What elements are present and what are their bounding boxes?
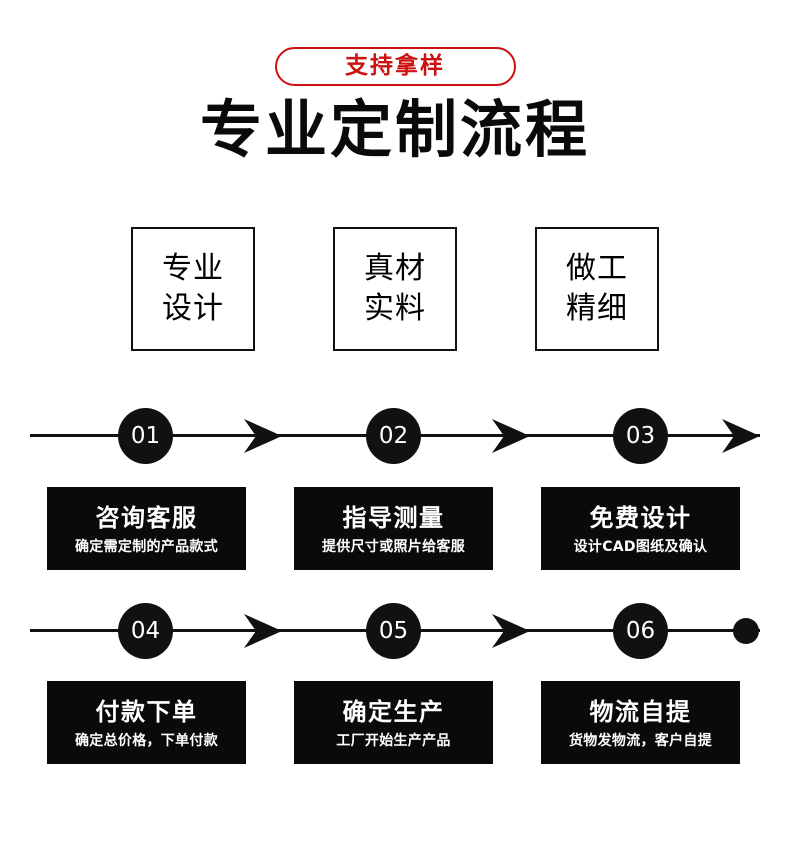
- arrow-icon: [490, 612, 532, 650]
- step-card-03-title: 免费设计: [589, 503, 692, 532]
- dot-icon: [733, 618, 759, 644]
- timeline-node-01: 01: [118, 408, 173, 464]
- step-card-01-subtitle: 确定需定制的产品款式: [75, 538, 218, 555]
- timeline-row-2: 04 05 06: [30, 603, 760, 659]
- sample-support-badge: 支持拿样: [274, 47, 516, 86]
- step-card-05-subtitle: 工厂开始生产产品: [336, 732, 451, 749]
- timeline-node-06: 06: [613, 603, 668, 659]
- timeline-node-05: 05: [366, 603, 421, 659]
- step-card-03[interactable]: 免费设计 设计CAD图纸及确认: [541, 487, 740, 570]
- step-card-04-subtitle: 确定总价格，下单付款: [75, 732, 218, 749]
- feature-box-craft-line2: 精细: [566, 291, 628, 326]
- step-card-02[interactable]: 指导测量 提供尺寸或照片给客服: [294, 487, 493, 570]
- step-card-03-subtitle: 设计CAD图纸及确认: [573, 538, 708, 555]
- timeline-node-04: 04: [118, 603, 173, 659]
- arrow-icon: [242, 417, 284, 455]
- timeline-node-03: 03: [613, 408, 668, 464]
- step-card-01-title: 咨询客服: [95, 503, 198, 532]
- step-card-02-subtitle: 提供尺寸或照片给客服: [322, 538, 465, 555]
- step-card-02-title: 指导测量: [342, 503, 445, 532]
- step-card-06-title: 物流自提: [589, 697, 692, 726]
- step-card-01[interactable]: 咨询客服 确定需定制的产品款式: [47, 487, 246, 570]
- arrow-icon: [242, 612, 284, 650]
- step-card-05[interactable]: 确定生产 工厂开始生产产品: [294, 681, 493, 764]
- arrow-icon: [490, 417, 532, 455]
- page-title: 专业定制流程: [199, 93, 590, 166]
- step-card-05-title: 确定生产: [342, 697, 445, 726]
- step-card-row-1: 咨询客服 确定需定制的产品款式 指导测量 提供尺寸或照片给客服 免费设计 设计C…: [47, 487, 740, 570]
- feature-box-material-line2: 实料: [364, 291, 426, 326]
- feature-box-row: 专业 设计 真材 实料 做工 精细: [131, 227, 659, 351]
- feature-box-material: 真材 实料: [333, 227, 457, 351]
- arrow-icon: [720, 417, 762, 455]
- step-card-row-2: 付款下单 确定总价格，下单付款 确定生产 工厂开始生产产品 物流自提 货物发物流…: [47, 681, 740, 764]
- step-card-06[interactable]: 物流自提 货物发物流，客户自提: [541, 681, 740, 764]
- timeline-row-1: 01 02 03: [30, 408, 760, 464]
- step-card-04[interactable]: 付款下单 确定总价格，下单付款: [47, 681, 246, 764]
- feature-box-craft-line1: 做工: [566, 251, 628, 287]
- badge-container: 支持拿样: [0, 47, 790, 86]
- step-card-04-title: 付款下单: [95, 697, 198, 726]
- feature-box-craft: 做工 精细: [535, 227, 659, 351]
- feature-box-design: 专业 设计: [131, 227, 255, 351]
- feature-box-material-line1: 真材: [364, 251, 426, 287]
- timeline-node-02: 02: [366, 408, 421, 464]
- step-card-06-subtitle: 货物发物流，客户自提: [569, 732, 712, 749]
- feature-box-design-line2: 设计: [162, 291, 224, 326]
- feature-box-design-line1: 专业: [162, 251, 224, 287]
